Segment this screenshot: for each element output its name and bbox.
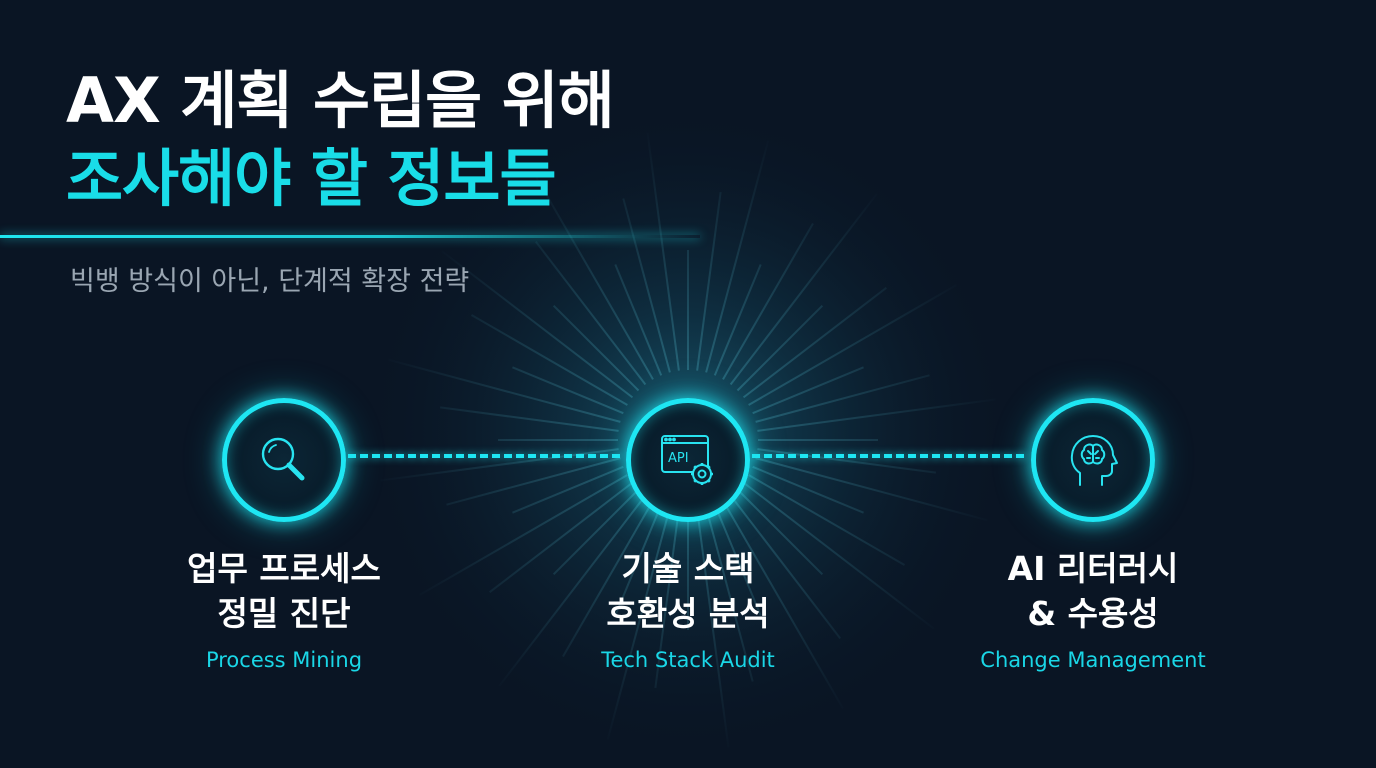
step-3-subtitle: Change Management: [980, 648, 1206, 672]
light-ray: [535, 241, 647, 386]
light-ray: [614, 264, 663, 376]
light-ray: [713, 504, 762, 616]
magnifying-glass-icon: [254, 430, 314, 490]
light-ray: [722, 222, 814, 380]
dashed-connector-1: [348, 454, 620, 458]
light-ray: [606, 507, 671, 740]
light-ray: [441, 250, 634, 399]
light-ray: [748, 284, 957, 406]
light-ray: [446, 457, 621, 506]
light-ray: [748, 474, 906, 566]
light-ray: [614, 504, 663, 616]
step-2-label: 기술 스택 호환성 분석 Tech Stack Audit: [528, 546, 848, 672]
step-3-label: AI 리터러시 & 수용성 Change Management: [933, 546, 1253, 672]
light-ray: [729, 494, 841, 639]
step-1-label: 업무 프로세스 정밀 진단 Process Mining: [124, 546, 444, 672]
light-ray: [562, 500, 654, 658]
light-ray: [532, 171, 654, 380]
title-underline: [0, 235, 700, 238]
light-ray: [419, 474, 628, 596]
step-1-subtitle: Process Mining: [205, 648, 363, 672]
light-ray: [388, 358, 621, 423]
light-ray: [622, 198, 671, 373]
page-title: AX 계획 수립을 위해 조사해야 할 정보들: [66, 62, 615, 218]
step-1-title: 업무 프로세스 정밀 진단: [187, 549, 381, 633]
step-3-title: AI 리터러시 & 수용성: [1007, 549, 1179, 633]
light-ray: [440, 406, 619, 432]
step-2-circle: API: [626, 398, 750, 522]
light-ray: [696, 192, 722, 371]
step-1-circle: [222, 398, 346, 522]
step-3-circle: [1031, 398, 1155, 522]
svg-text:API: API: [668, 451, 689, 466]
light-ray: [512, 465, 624, 514]
light-ray: [755, 457, 988, 522]
light-ray: [489, 481, 634, 593]
api-window-gear-icon: API: [656, 428, 720, 492]
light-ray: [755, 374, 930, 423]
light-ray: [470, 314, 628, 406]
light-ray: [552, 488, 640, 576]
light-ray: [696, 509, 730, 748]
light-ray: [729, 193, 878, 386]
dashed-connector-2: [752, 454, 1024, 458]
page-subtitle: 빅뱅 방식이 아닌, 단계적 확장 전략: [70, 266, 470, 297]
title-line-1: AX 계획 수립을 위해: [66, 64, 615, 137]
step-2-title: 기술 스택 호환성 분석: [606, 549, 770, 633]
light-ray: [705, 140, 770, 373]
title-line-2: 조사해야 할 정보들: [66, 142, 556, 215]
light-ray: [646, 132, 680, 371]
light-ray: [736, 488, 824, 576]
light-ray: [757, 398, 996, 432]
light-ray: [512, 366, 624, 415]
light-ray: [552, 304, 640, 392]
step-2-subtitle: Tech Stack Audit: [601, 648, 775, 672]
light-ray: [722, 500, 844, 709]
light-ray: [736, 304, 824, 392]
light-ray: [752, 366, 864, 415]
light-ray: [705, 507, 754, 682]
light-ray: [757, 448, 936, 474]
light-ray: [498, 494, 647, 687]
light-ray: [742, 481, 935, 630]
light-ray: [654, 509, 680, 688]
brain-head-icon: [1062, 429, 1124, 491]
light-ray: [713, 264, 762, 376]
light-ray: [742, 287, 887, 399]
light-ray: [752, 465, 864, 514]
